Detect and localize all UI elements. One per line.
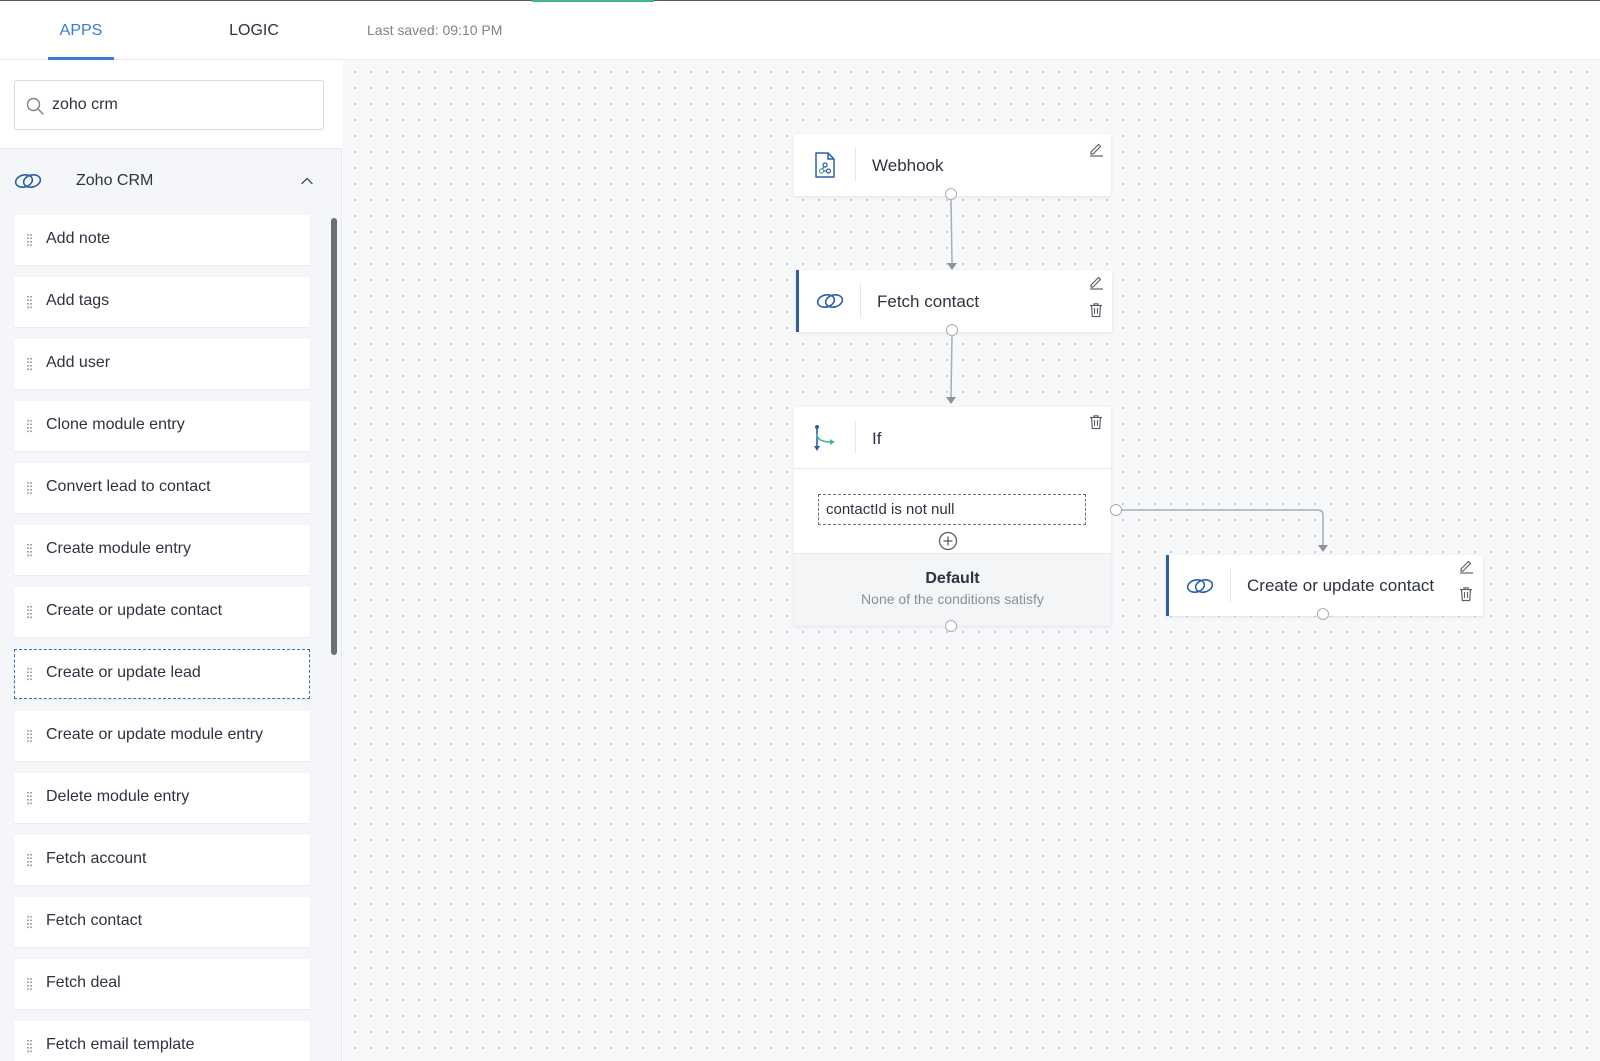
action-item[interactable]: Add user bbox=[14, 339, 310, 389]
canvas-header: Last saved: 09:10 PM bbox=[343, 0, 1600, 60]
action-item-label: Delete module entry bbox=[46, 788, 190, 805]
default-branch-title: Default bbox=[925, 570, 980, 587]
drag-handle-icon[interactable] bbox=[27, 977, 33, 991]
action-item[interactable]: Fetch contact bbox=[14, 897, 310, 947]
default-output-port[interactable] bbox=[945, 620, 957, 632]
action-item[interactable]: Create or update contact bbox=[14, 587, 310, 637]
action-item-label: Fetch deal bbox=[46, 974, 121, 991]
drag-handle-icon[interactable] bbox=[27, 295, 33, 309]
window-top-border bbox=[0, 0, 1600, 1]
action-item[interactable]: Create or update lead bbox=[14, 649, 310, 699]
drag-handle-icon[interactable] bbox=[27, 357, 33, 371]
action-item-label: Add tags bbox=[46, 292, 110, 309]
if-node-title: If bbox=[872, 429, 882, 448]
drag-handle-icon[interactable] bbox=[27, 915, 33, 929]
search-section bbox=[0, 60, 342, 149]
action-item-label: Create or update contact bbox=[46, 602, 223, 619]
action-item-label: Add note bbox=[46, 230, 111, 247]
action-item[interactable]: Create or update module entry bbox=[14, 711, 310, 761]
action-item-label: Create or update lead bbox=[46, 664, 201, 681]
action-item[interactable]: Fetch account bbox=[14, 835, 310, 885]
edit-icon[interactable] bbox=[1458, 558, 1474, 574]
webhook-output-port[interactable] bbox=[945, 188, 957, 200]
if-node-divider bbox=[794, 468, 1111, 469]
if-condition[interactable]: contactId is not null bbox=[818, 494, 1086, 525]
edit-icon[interactable] bbox=[1088, 274, 1104, 290]
action-item-label: Fetch contact bbox=[46, 912, 143, 929]
drag-handle-icon[interactable] bbox=[27, 667, 33, 681]
action-item-label: Convert lead to contact bbox=[46, 478, 211, 495]
trash-icon[interactable] bbox=[1458, 586, 1474, 602]
branch-icon bbox=[814, 425, 835, 451]
trash-icon[interactable] bbox=[1088, 414, 1104, 430]
drag-handle-icon[interactable] bbox=[27, 543, 33, 557]
action-item-label: Clone module entry bbox=[46, 416, 185, 433]
webhook-node-title: Webhook bbox=[872, 156, 944, 175]
zoho-crm-icon bbox=[14, 174, 42, 188]
if-condition-output-port[interactable] bbox=[1110, 504, 1122, 516]
drag-handle-icon[interactable] bbox=[27, 729, 33, 743]
drag-handle-icon[interactable] bbox=[27, 791, 33, 805]
drag-handle-icon[interactable] bbox=[27, 233, 33, 247]
sidebar-scrollbar[interactable] bbox=[331, 218, 337, 655]
create-update-output-port[interactable] bbox=[1317, 608, 1329, 620]
drag-handle-icon[interactable] bbox=[27, 605, 33, 619]
zoho-crm-icon bbox=[816, 294, 844, 308]
default-branch[interactable]: Default None of the conditions satisfy bbox=[794, 553, 1111, 626]
drag-handle-icon[interactable] bbox=[27, 1039, 33, 1053]
fetch-contact-node[interactable]: Fetch contact bbox=[796, 270, 1112, 332]
tab-apps[interactable]: APPS bbox=[48, 0, 114, 60]
create-update-icon-cell bbox=[1169, 555, 1231, 616]
tab-logic[interactable]: LOGIC bbox=[229, 22, 279, 39]
fetch-contact-output-port[interactable] bbox=[946, 324, 958, 336]
search-box[interactable] bbox=[14, 80, 324, 130]
action-item[interactable]: Convert lead to contact bbox=[14, 463, 310, 513]
action-item[interactable]: Fetch deal bbox=[14, 959, 310, 1009]
action-item-label: Fetch account bbox=[46, 850, 147, 867]
webhook-node[interactable]: Webhook bbox=[794, 134, 1111, 196]
default-branch-subtitle: None of the conditions satisfy bbox=[861, 591, 1044, 607]
webhook-icon-cell bbox=[794, 134, 856, 196]
fetch-contact-node-title: Fetch contact bbox=[877, 292, 980, 311]
action-item[interactable]: Add tags bbox=[14, 277, 310, 327]
chevron-up-icon[interactable] bbox=[300, 174, 314, 188]
sidebar-tabs: APPS LOGIC bbox=[0, 0, 342, 60]
action-item[interactable]: Add note bbox=[14, 215, 310, 265]
action-item-label: Create or update module entry bbox=[46, 726, 264, 743]
trash-icon[interactable] bbox=[1088, 302, 1104, 318]
group-title: Zoho CRM bbox=[76, 172, 154, 189]
action-item-label: Fetch email template bbox=[46, 1036, 195, 1053]
search-icon bbox=[26, 97, 44, 115]
create-update-contact-node[interactable]: Create or update contact bbox=[1166, 555, 1483, 616]
create-update-node-title: Create or update contact bbox=[1247, 576, 1435, 595]
zoho-crm-group-header[interactable]: Zoho CRM bbox=[0, 150, 342, 214]
drag-handle-icon[interactable] bbox=[27, 481, 33, 495]
drag-handle-icon[interactable] bbox=[27, 853, 33, 867]
zoho-crm-icon bbox=[1186, 579, 1214, 593]
action-item-label: Add user bbox=[46, 354, 111, 371]
drag-handle-icon[interactable] bbox=[27, 419, 33, 433]
last-saved-status: Last saved: 09:10 PM bbox=[367, 22, 503, 38]
if-icon-cell bbox=[794, 407, 856, 468]
search-input[interactable] bbox=[52, 81, 317, 129]
loading-indicator bbox=[532, 0, 654, 2]
add-condition-icon[interactable] bbox=[938, 531, 958, 551]
action-item[interactable]: Create module entry bbox=[14, 525, 310, 575]
edit-icon[interactable] bbox=[1088, 141, 1104, 157]
action-item[interactable]: Clone module entry bbox=[14, 401, 310, 451]
action-item[interactable]: Delete module entry bbox=[14, 773, 310, 823]
fetch-contact-icon-cell bbox=[799, 270, 861, 332]
action-item-label: Create module entry bbox=[46, 540, 191, 557]
action-item[interactable]: Fetch email template bbox=[14, 1021, 310, 1061]
webhook-icon bbox=[815, 152, 835, 178]
